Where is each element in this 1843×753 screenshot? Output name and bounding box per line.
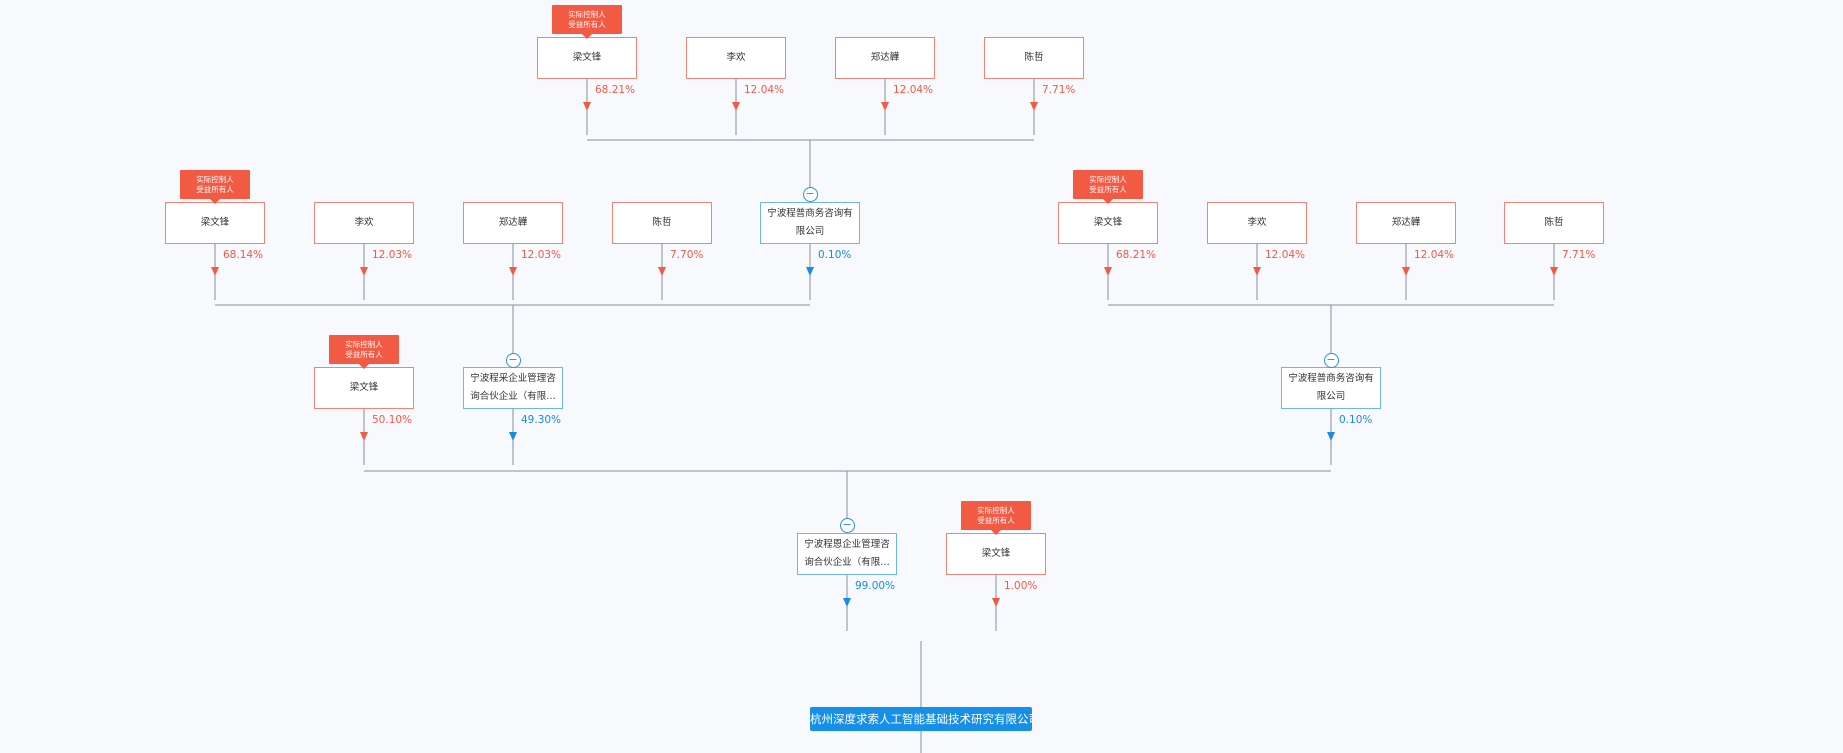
node-label: 梁文锋	[1093, 217, 1123, 228]
share-percentage: 12.04%	[1414, 249, 1455, 261]
shareholder-node[interactable]: 梁文锋	[165, 202, 265, 244]
share-percentage: 7.71%	[1042, 84, 1076, 96]
controller-badge: 实际控制人受益所有人	[180, 170, 250, 204]
share-arrow	[1253, 267, 1261, 276]
share-arrow	[732, 102, 740, 111]
share-arrow	[509, 267, 517, 276]
company-node[interactable]: 宁波程普商务咨询有限公司	[1281, 367, 1381, 409]
company-node[interactable]: 宁波程采企业管理咨询合伙企业（有限合伙）	[463, 367, 563, 409]
share-arrow	[1327, 432, 1335, 441]
share-arrow	[360, 432, 368, 441]
shareholder-node[interactable]: 郑达韡	[463, 202, 563, 244]
controller-badge-line: 实际控制人	[196, 174, 234, 184]
node-label: 郑达韡	[870, 52, 900, 63]
controller-badge-line: 实际控制人	[977, 505, 1015, 515]
share-percentage: 0.10%	[1339, 414, 1373, 426]
shareholder-node[interactable]: 梁文锋	[946, 533, 1046, 575]
shareholder-node[interactable]: 李欢	[686, 37, 786, 79]
share-arrow	[509, 432, 517, 441]
controller-badge: 实际控制人受益所有人	[1073, 170, 1143, 204]
shareholder-node[interactable]: 梁文锋	[314, 367, 414, 409]
collapse-toggle-icon[interactable]: −	[1323, 352, 1339, 368]
share-arrow	[583, 102, 591, 111]
controller-badge: 实际控制人受益所有人	[961, 501, 1031, 535]
controller-badge-line: 实际控制人	[1089, 174, 1127, 184]
share-arrow	[843, 598, 851, 607]
company-node[interactable]: 宁波程恩企业管理咨询合伙企业（有限合伙）	[797, 533, 897, 575]
share-arrow	[1030, 102, 1038, 111]
shareholder-node[interactable]: 梁文锋	[537, 37, 637, 79]
shareholder-node[interactable]: 李欢	[1207, 202, 1307, 244]
node-label: 李欢	[354, 217, 374, 228]
share-percentage: 0.10%	[818, 249, 852, 261]
share-percentage: 68.21%	[1116, 249, 1157, 261]
controller-badge-line: 实际控制人	[568, 9, 606, 19]
shareholder-node[interactable]: 梁文锋	[1058, 202, 1158, 244]
share-percentage: 12.03%	[372, 249, 413, 261]
share-percentage: 12.03%	[521, 249, 562, 261]
node-label: 陈哲	[1024, 52, 1044, 63]
node-label: 郑达韡	[498, 217, 528, 228]
share-percentage: 7.70%	[670, 249, 704, 261]
node-label: 李欢	[1247, 217, 1267, 228]
shareholder-node[interactable]: 李欢	[314, 202, 414, 244]
node-label: 梁文锋	[981, 548, 1011, 559]
node-label: 梁文锋	[349, 382, 379, 393]
controller-badge-line: 受益所有人	[196, 184, 234, 194]
node-label: 宁波程普商务咨询有限公司	[767, 208, 853, 237]
controller-badge-line: 受益所有人	[568, 19, 606, 29]
share-arrow	[1550, 267, 1558, 276]
controller-badge-line: 实际控制人	[345, 339, 383, 349]
share-percentage: 7.71%	[1562, 249, 1596, 261]
share-percentage: 99.00%	[855, 580, 896, 592]
shareholder-node[interactable]: 郑达韡	[1356, 202, 1456, 244]
collapse-toggle-icon[interactable]: −	[839, 517, 855, 533]
node-label: 宁波程采企业管理咨询合伙企业（有限合伙）	[470, 373, 556, 402]
collapse-toggle-icon[interactable]: −	[802, 186, 818, 202]
shareholder-node[interactable]: 陈哲	[612, 202, 712, 244]
share-percentage: 12.04%	[893, 84, 934, 96]
share-arrow	[881, 102, 889, 111]
node-label: 宁波程普商务咨询有限公司	[1288, 373, 1374, 402]
share-arrow	[1402, 267, 1410, 276]
node-label: 梁文锋	[572, 52, 602, 63]
controller-badge-line: 受益所有人	[345, 349, 383, 359]
node-label: 梁文锋	[200, 217, 230, 228]
share-arrow	[211, 267, 219, 276]
share-arrow	[806, 267, 814, 276]
share-percentage: 68.21%	[595, 84, 636, 96]
share-percentage: 12.04%	[744, 84, 785, 96]
collapse-toggle-icon[interactable]: −	[505, 352, 521, 368]
target-company-node[interactable]: 杭州深度求索人工智能基础技术研究有限公司	[810, 707, 1032, 731]
node-label: 陈哲	[652, 217, 672, 228]
node-label: 郑达韡	[1391, 217, 1421, 228]
node-label: 陈哲	[1544, 217, 1564, 228]
share-percentage: 49.30%	[521, 414, 562, 426]
share-arrow	[1104, 267, 1112, 276]
share-percentage: 68.14%	[223, 249, 264, 261]
share-arrow	[992, 598, 1000, 607]
share-percentage: 1.00%	[1004, 580, 1038, 592]
company-node[interactable]: 宁波程普商务咨询有限公司	[760, 202, 860, 244]
share-arrow	[658, 267, 666, 276]
shareholder-node[interactable]: 郑达韡	[835, 37, 935, 79]
share-percentage: 50.10%	[372, 414, 413, 426]
controller-badge-line: 受益所有人	[977, 515, 1015, 525]
node-label: 宁波程恩企业管理咨询合伙企业（有限合伙）	[804, 539, 890, 568]
controller-badge-line: 受益所有人	[1089, 184, 1127, 194]
node-label: 李欢	[726, 52, 746, 63]
shareholder-node[interactable]: 陈哲	[984, 37, 1084, 79]
controller-badge: 实际控制人受益所有人	[552, 5, 622, 39]
controller-badge: 实际控制人受益所有人	[329, 335, 399, 369]
share-percentage: 12.04%	[1265, 249, 1306, 261]
share-arrow	[360, 267, 368, 276]
shareholder-node[interactable]: 陈哲	[1504, 202, 1604, 244]
